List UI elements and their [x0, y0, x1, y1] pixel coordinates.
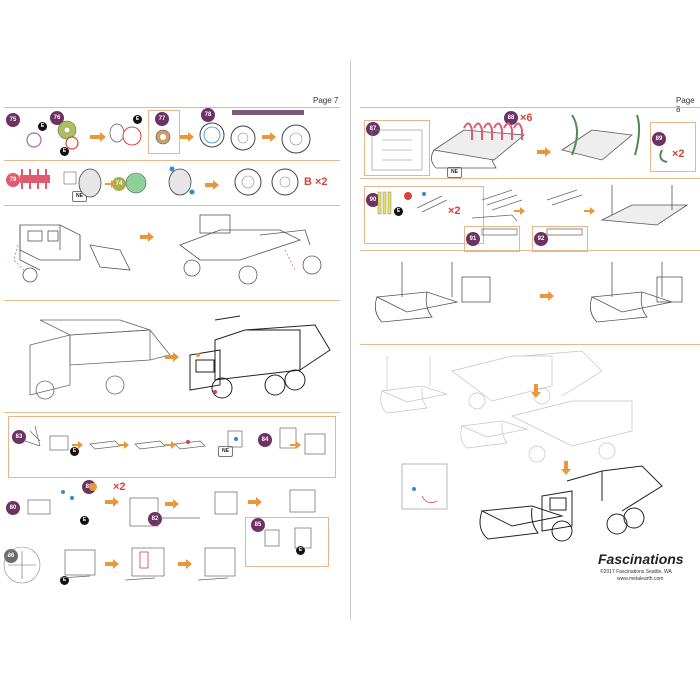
part-code-e: E: [60, 576, 69, 585]
row1-illustration: [26, 110, 311, 154]
part-code-e: E: [60, 147, 69, 156]
cab-assembly-illustration: [13, 214, 322, 285]
copyright-text: ©2017 Fascinations Seattle, WA: [600, 569, 672, 575]
quantity-multiplier: ×2: [672, 148, 685, 160]
step-number: 92: [534, 232, 548, 246]
part-code-ne: NE: [447, 167, 462, 178]
step-box-92: [532, 226, 588, 252]
final-assembly-illustration: [380, 350, 663, 542]
row-divider: [4, 205, 340, 206]
step-number: 76: [50, 111, 64, 125]
part-code-e: E: [70, 447, 79, 456]
step-number: 90: [366, 193, 380, 207]
part-code-e: E: [296, 546, 305, 555]
row-divider: [4, 160, 340, 161]
step-box-85: [245, 517, 329, 567]
row2-right-illustration: [377, 185, 689, 236]
part-code-ne: NE: [218, 446, 233, 457]
step-number: 91: [466, 232, 480, 246]
part-code-e: E: [80, 516, 89, 525]
plow-frame-illustration: [374, 262, 683, 323]
step-box-91: [464, 226, 520, 252]
row5-illustration: [24, 425, 326, 455]
quantity-multiplier: ×2: [448, 205, 461, 217]
page-number: Page 7: [313, 96, 339, 105]
quantity-multiplier: ×6: [520, 112, 533, 124]
step-box-87: [364, 120, 430, 176]
step-number: 87: [366, 122, 380, 136]
row-divider: [4, 300, 340, 301]
instruction-page-8: Page 8 87 NE 88 ×6 89 ×2 90 E ×2 91: [352, 0, 700, 700]
row7-illustration: [3, 546, 236, 584]
step-box-89: [650, 122, 696, 172]
step-number: 82: [148, 512, 162, 526]
step-number: 84: [258, 433, 272, 447]
row-divider: [360, 250, 700, 251]
step-number: 89: [652, 132, 666, 146]
brand-logo: Fascinations: [598, 551, 684, 567]
step-number: 75: [6, 113, 20, 127]
part-code-e: E: [133, 115, 142, 124]
row-divider: [4, 412, 340, 413]
step-box-90: [364, 186, 484, 244]
step-box-83: [8, 416, 336, 478]
dump-body-illustration: [29, 315, 331, 400]
row-divider: [360, 344, 700, 345]
quantity-multiplier: B ×2: [304, 176, 328, 188]
row-divider: [360, 107, 700, 108]
step-number: 79: [6, 173, 20, 187]
row-divider: [360, 178, 700, 179]
row6-illustration: [27, 483, 316, 549]
quantity-multiplier: ×2: [113, 481, 126, 493]
instruction-page-7: Page 7 75 76 E E 77 E 78 79 NE 74 B ×2: [3, 96, 340, 585]
website-text: www.metalearth.com: [617, 576, 664, 582]
step-number: 83: [12, 430, 26, 444]
step-number: 86: [4, 549, 18, 563]
page-divider: [350, 60, 351, 620]
part-code-e: E: [38, 122, 47, 131]
step-number: 78: [201, 108, 215, 122]
step-number: 85: [251, 518, 265, 532]
row1-right-illustration: [371, 114, 668, 171]
step-number: 77: [155, 112, 169, 126]
step-number: 74: [112, 177, 126, 191]
step-number: 80: [6, 501, 20, 515]
page-number: Page 8: [676, 96, 695, 114]
step-number: 88: [504, 111, 518, 125]
part-code-e: E: [394, 207, 403, 216]
step-box: [148, 110, 180, 154]
row-divider: [4, 107, 340, 108]
row2-illustration: [20, 166, 299, 198]
